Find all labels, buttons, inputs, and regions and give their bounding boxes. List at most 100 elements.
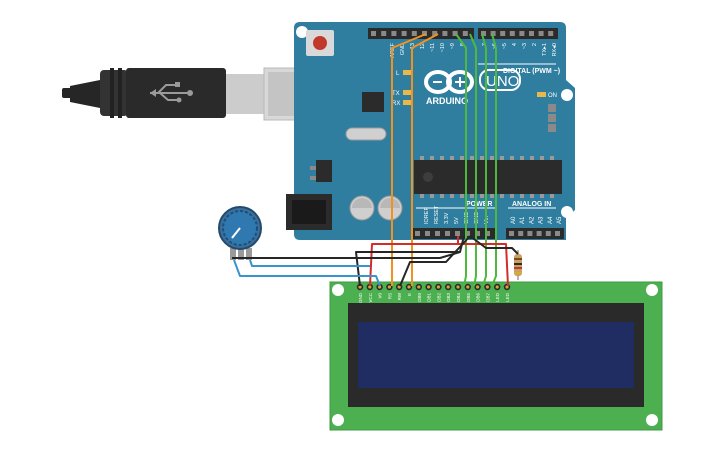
chip-pin <box>530 156 534 160</box>
chip-pin <box>450 194 454 198</box>
header-pin[interactable] <box>536 231 542 236</box>
analog-pin-label: A3 <box>539 216 545 224</box>
brand-label: ARDUINO <box>426 96 468 106</box>
header-pin[interactable] <box>538 31 544 36</box>
wire-green-db5 <box>481 33 487 287</box>
mounting-hole <box>561 89 573 101</box>
lcd-pin-label: E <box>407 293 412 296</box>
crystal <box>345 127 387 141</box>
header-pin[interactable] <box>415 231 420 236</box>
header-pin[interactable] <box>381 31 387 36</box>
digital-pin-label: RX◂0 <box>552 43 558 56</box>
chip-pin <box>510 156 514 160</box>
digital-pin-label: TX▸1 <box>542 43 548 56</box>
wire-black-gnd-rw <box>399 235 471 287</box>
header-pin[interactable] <box>422 31 427 36</box>
digital-label: DIGITAL (PWM ~) <box>503 68 560 75</box>
analog-pin-label: A4 <box>548 216 554 224</box>
lcd-pin[interactable] <box>464 283 471 291</box>
header-pin[interactable] <box>465 231 470 236</box>
header-pin[interactable] <box>391 31 397 36</box>
usb-chip <box>362 92 384 112</box>
header-pin[interactable] <box>435 231 440 236</box>
chip-pin <box>520 194 524 198</box>
lcd-pin[interactable] <box>386 283 393 291</box>
chip-pin <box>430 194 434 198</box>
chip-pin <box>550 156 554 160</box>
icsp-header <box>548 104 556 132</box>
header-pin[interactable] <box>401 31 407 36</box>
lcd-pin[interactable] <box>415 283 422 291</box>
header-pin[interactable] <box>529 31 534 36</box>
wire-green-db6 <box>469 33 477 287</box>
mounting-hole <box>646 414 658 426</box>
potentiometer[interactable] <box>218 206 262 260</box>
reset-button[interactable] <box>306 30 334 56</box>
wire-orange-rs <box>391 33 427 286</box>
header-pin[interactable] <box>500 31 506 36</box>
wire-blue-v0 <box>233 259 381 287</box>
analog-pin-label: A0 <box>511 216 517 224</box>
digital-pin-label: ~3 <box>522 43 528 49</box>
lcd-pin[interactable] <box>425 283 432 291</box>
capacitors <box>349 195 403 221</box>
header-pin[interactable] <box>455 231 460 236</box>
header-pin[interactable] <box>462 31 468 36</box>
analog-pin-label: A2 <box>529 216 535 224</box>
header-pin[interactable] <box>425 231 430 236</box>
header-pin[interactable] <box>548 31 554 36</box>
lcd-pin[interactable] <box>454 283 462 291</box>
digital-pin-label: ~10 <box>440 43 446 52</box>
header-pin[interactable] <box>519 31 525 36</box>
header-pin[interactable] <box>475 231 480 236</box>
header-pin[interactable] <box>490 31 496 36</box>
lcd-pin-label: DB0 <box>417 293 422 302</box>
header-pin[interactable] <box>485 231 490 236</box>
power-pin-label: 3.3V <box>444 212 450 224</box>
lcd-pin[interactable] <box>445 283 452 291</box>
lcd-pin-label: RW <box>397 292 402 300</box>
power-jack <box>286 194 332 230</box>
chip-pin <box>500 156 504 160</box>
lcd-pin[interactable] <box>494 283 501 291</box>
digital-pin-label: 13 <box>410 43 416 49</box>
chip-pin <box>550 194 554 198</box>
header-pin[interactable] <box>481 31 486 36</box>
wire-green-db4 <box>491 33 497 287</box>
chip-pin <box>490 156 494 160</box>
lcd-pin[interactable] <box>405 283 413 291</box>
header-pin[interactable] <box>518 231 524 236</box>
header-pin[interactable] <box>509 31 515 36</box>
header-pin[interactable] <box>442 31 448 36</box>
lcd-pin-label: DB1 <box>427 293 432 302</box>
wire-red-led <box>458 243 509 287</box>
lcd-pin[interactable] <box>366 283 373 291</box>
header-pin[interactable] <box>371 31 376 36</box>
lcd-screen <box>358 322 634 388</box>
header-pin[interactable] <box>452 31 458 36</box>
analog-label: ANALOG IN <box>512 201 551 208</box>
svg-text:TX: TX <box>392 91 400 97</box>
header-pin[interactable] <box>545 231 551 236</box>
lcd-pin[interactable] <box>484 283 491 291</box>
wire-black-gnd-pot <box>232 251 461 259</box>
header-pin[interactable] <box>527 231 533 236</box>
header-pin[interactable] <box>432 31 438 36</box>
header-pin[interactable] <box>411 31 417 36</box>
lcd-pin[interactable] <box>474 283 481 291</box>
header-pin[interactable] <box>555 231 560 236</box>
lcd-pin-label: DB2 <box>436 293 441 302</box>
lcd-pin-label: LED <box>495 292 500 302</box>
lcd-pin[interactable] <box>356 283 364 291</box>
lcd-pin[interactable] <box>376 283 383 291</box>
svg-text:ON: ON <box>548 93 557 99</box>
header-pin[interactable] <box>445 231 450 236</box>
lcd-pin[interactable] <box>435 283 442 291</box>
header-pin[interactable] <box>509 231 514 236</box>
analog-pin-label: A1 <box>520 216 526 224</box>
digital-pin-label: ~5 <box>502 43 508 49</box>
lcd-pin-label: RS <box>387 293 392 299</box>
